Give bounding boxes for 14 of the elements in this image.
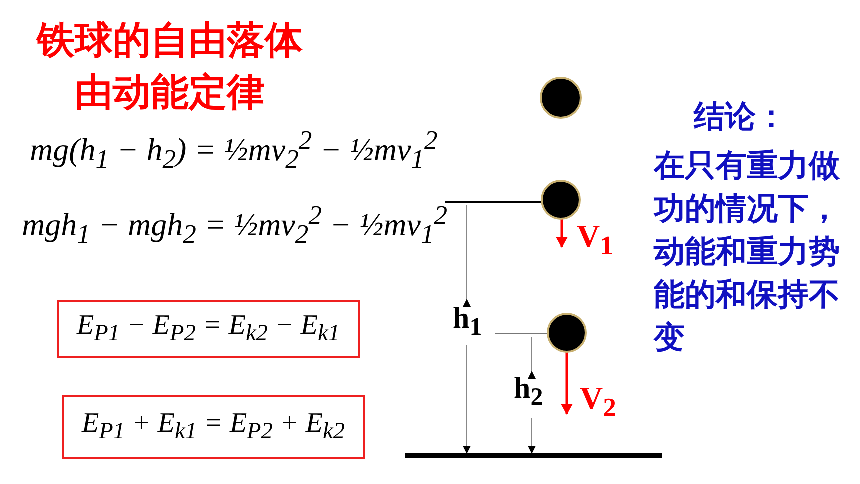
height-label: h$_{2}$ bbox=[514, 372, 544, 412]
height-label: h$_{1}$ bbox=[453, 302, 482, 342]
ball bbox=[541, 180, 581, 220]
formula: E$_{P1}$ + E$_{k1}$ = E$_{P2}$ + E$_{k2}$ bbox=[82, 408, 345, 446]
velocity-label: V$_{2}$ bbox=[580, 380, 616, 424]
formula-box bbox=[62, 395, 365, 459]
conclusion-heading: 结论： bbox=[694, 98, 787, 137]
ball bbox=[547, 313, 587, 353]
formula: E$_{P1}$ − E$_{P2}$ = E$_{k2}$ − E$_{k1}$ bbox=[76, 310, 340, 348]
ball bbox=[540, 77, 582, 119]
velocity-label: V$_{1}$ bbox=[577, 218, 614, 262]
conclusion-text: 在只有重力做功的情况下，动能和重力势能的和保持不变 bbox=[654, 147, 841, 358]
slide-title: 铁球的自由落体由动能定律 bbox=[35, 17, 304, 116]
formula-box bbox=[57, 300, 360, 358]
